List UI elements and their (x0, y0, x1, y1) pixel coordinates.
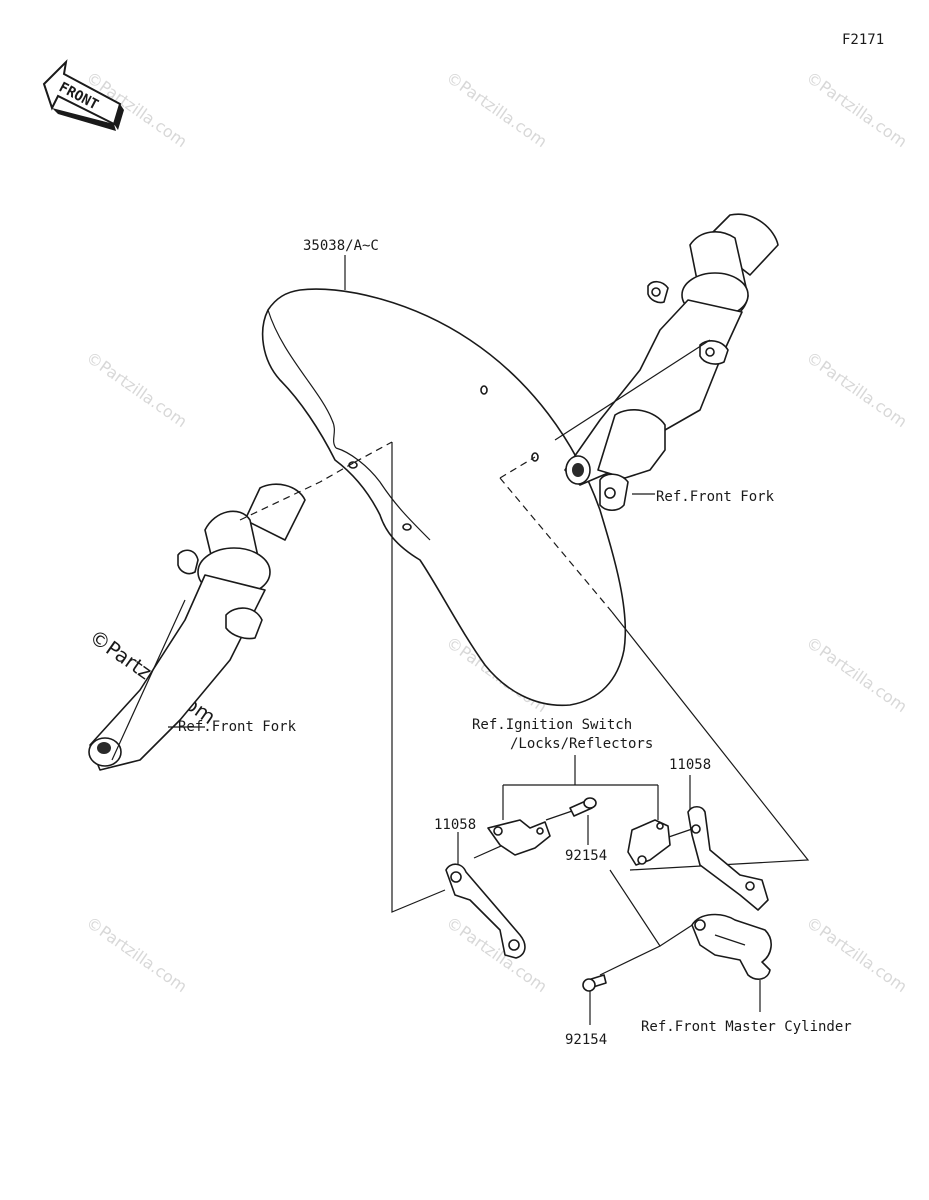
reflector-bracket-right (627, 819, 671, 866)
bolt-lower-part-label: 92154 (565, 1032, 607, 1048)
watermark: ©Partzilla.com (83, 348, 191, 431)
bracket-left-part-label: 11058 (434, 817, 476, 833)
bolt-92154-lower (582, 974, 607, 992)
ref-front-fork-left-label: Ref.Front Fork (178, 719, 297, 735)
front-fender (261, 288, 627, 707)
ref-front-fork-right-label: Ref.Front Fork (656, 489, 775, 505)
fender-part-label: 35038/A~C (303, 238, 379, 254)
watermark: ©Partzilla.com (443, 68, 551, 151)
reflector-bracket-left (487, 819, 551, 856)
watermark: ©Partzilla.com (803, 348, 911, 431)
watermark: ©Partzilla.com (803, 68, 911, 151)
watermark: ©Partzilla.com (83, 913, 191, 996)
bolt-92154-upper (569, 797, 597, 817)
ref-ignition-label-line1: Ref.Ignition Switch (472, 717, 632, 733)
bolt-upper-part-label: 92154 (565, 848, 607, 864)
leader-lines (168, 255, 810, 1025)
master-cylinder-bracket (691, 913, 772, 980)
diagram-code: F2171 (842, 32, 884, 48)
watermark: ©Partzilla.com (803, 913, 911, 996)
bracket-right-part-label: 11058 (669, 757, 711, 773)
front-fork-right (554, 213, 779, 512)
bracket-11058-left (445, 863, 526, 959)
bracket-11058-right (687, 805, 769, 911)
watermark: ©Partzilla.com (803, 633, 911, 716)
ref-master-cylinder-label: Ref.Front Master Cylinder (641, 1019, 852, 1035)
ref-ignition-label-line2: /Locks/Reflectors (510, 736, 653, 752)
front-fork-left (88, 483, 306, 771)
